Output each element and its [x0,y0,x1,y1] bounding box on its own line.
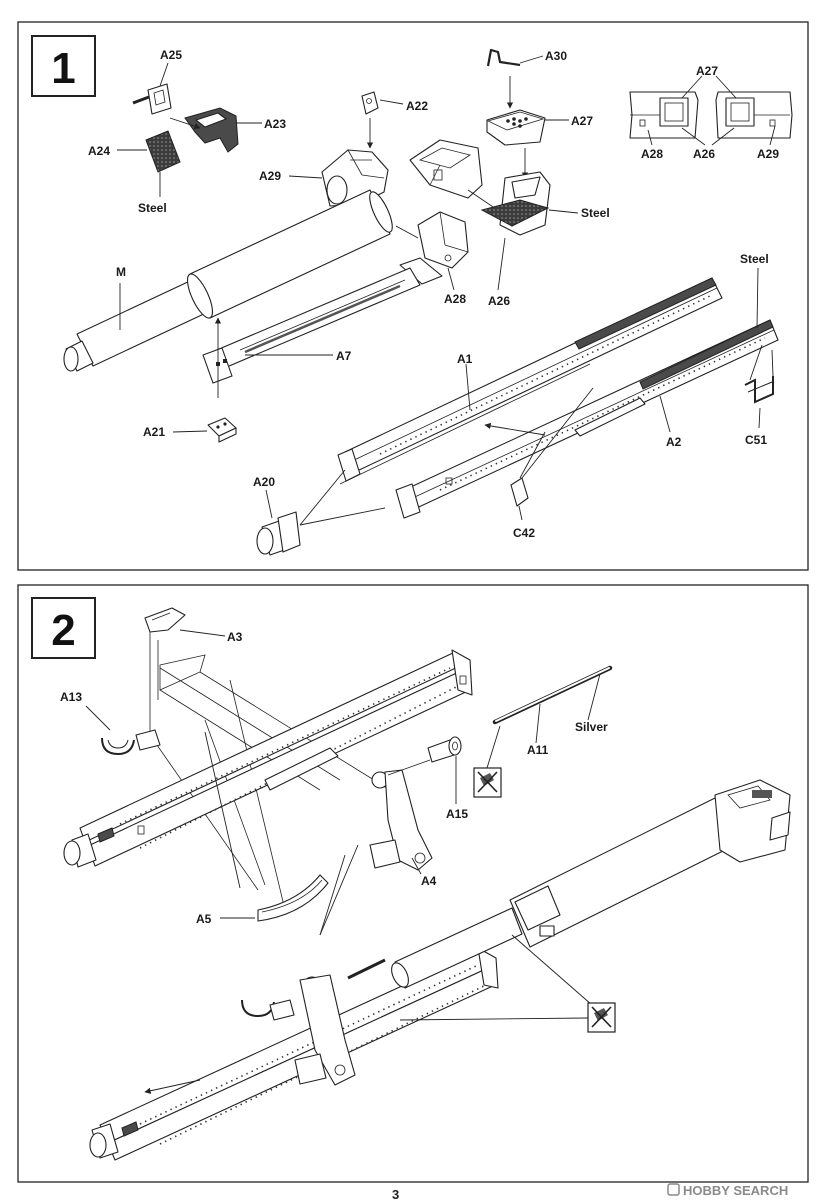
label-a11: A11 [527,743,549,757]
breech-housing [409,139,506,216]
watermark-text: HOBBY SEARCH [683,1183,788,1198]
step1-number: 1 [51,44,75,93]
label-steel-a26: Steel [581,206,610,220]
part-a22 [361,91,379,149]
part-a26 [480,171,551,236]
part-a1 [337,277,723,485]
label-a24: A24 [88,144,110,158]
rails-upper [63,649,473,868]
label-a28: A28 [444,292,466,306]
label-a21: A21 [143,425,165,439]
label-a26: A26 [488,294,510,308]
leader-silver [587,673,601,721]
inset-label-a26: A26 [693,147,715,161]
part-a23 [169,107,239,153]
part-a25 [132,83,172,115]
part-a13 [101,729,161,756]
part-a13-lower [241,999,295,1021]
part-a5 [204,731,359,936]
no-cement-icon [473,725,502,798]
inset-breech-views [629,75,793,146]
step2-panel: 2 [17,584,809,1183]
part-a30 [486,48,521,109]
part-a28 [395,211,469,269]
leader-a25 [159,62,169,87]
inset-label-a27: A27 [696,64,718,78]
label-m: M [116,265,126,279]
label-a15: A15 [446,807,468,821]
label-a27: A27 [571,114,593,128]
label-a25: A25 [160,48,182,62]
arrow-a2-to-a1 [484,422,546,436]
leader-a20 [265,489,273,519]
part-a24 [145,130,181,197]
label-c51: C51 [745,433,767,447]
label-a5: A5 [196,912,212,926]
leader-a26 [497,237,506,291]
part-a21 [207,417,237,443]
label-a22: A22 [406,99,428,113]
leader-steel-a26 [548,209,579,214]
label-a7: A7 [336,349,352,363]
part-a3 [144,607,186,633]
barrel-part-m [63,189,393,372]
label-a3: A3 [227,630,243,644]
label-steel-rail: Steel [740,252,769,266]
leader-steel-rail [756,267,759,329]
part-a7 [202,267,421,384]
leader-a29 [288,175,323,179]
label-a4: A4 [421,874,437,888]
leader-a28 [447,267,455,291]
part-a11 [492,665,613,725]
leader-a4 [411,857,422,875]
leader-a21 [172,430,208,433]
part-c42 [510,387,594,507]
part-a4 [369,759,433,871]
leader-a30 [519,55,544,64]
leader-a2 [659,395,671,433]
label-a29: A29 [259,169,281,183]
label-a23: A23 [264,117,286,131]
watermark-logo-icon [667,1183,680,1196]
step1-number-box [31,35,96,97]
no-cement-icon [399,934,616,1033]
leader-c51 [758,407,761,429]
watermark: HOBBY SEARCH [667,1183,788,1198]
arrow-lower-rail [144,1079,201,1094]
page-number: 3 [392,1187,399,1200]
assembly-lower [89,779,791,1161]
leader-a1 [465,363,471,411]
step2-number: 2 [51,606,75,655]
leader-a11 [535,703,541,744]
part-a27 [486,109,546,179]
leader-a22 [379,99,404,105]
label-a20: A20 [253,475,275,489]
leader-a13 [85,705,111,731]
label-silver: Silver [575,720,608,734]
leader-c42 [518,505,523,521]
label-steel-a24: Steel [138,201,167,215]
label-a1: A1 [457,352,473,366]
inset-label-a28: A28 [641,147,663,161]
part-a15 [427,736,462,763]
label-a2: A2 [666,435,682,449]
part-a4-lower [294,974,356,1086]
step2-frame [17,584,809,1183]
part-c51 [744,344,774,404]
step1-panel: 1 [17,21,809,571]
label-a30: A30 [545,49,567,63]
part-a2 [395,319,779,519]
part-a20 [256,469,386,556]
label-c42: C42 [513,526,535,540]
inset-label-a29: A29 [757,147,779,161]
leader-a3 [179,629,226,637]
step2-number-box [31,597,96,659]
step1-frame [17,21,809,571]
label-a13: A13 [60,690,82,704]
